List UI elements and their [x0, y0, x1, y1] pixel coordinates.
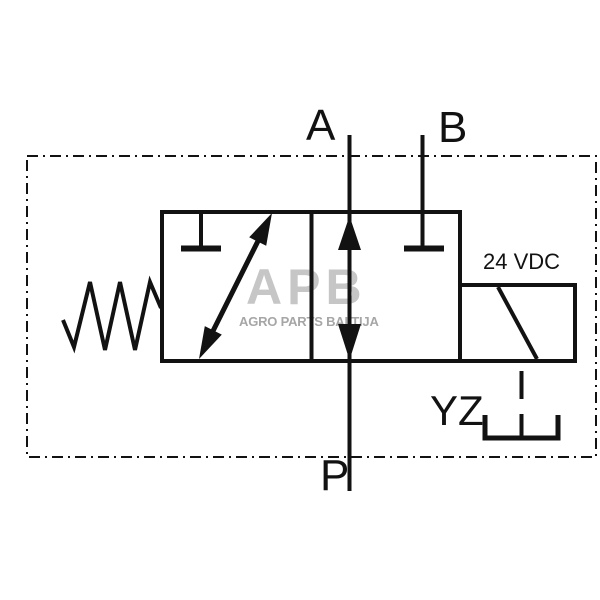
connector-yz-label: YZ — [430, 387, 484, 434]
flow-arrowhead-up — [338, 216, 361, 250]
solenoid-diagonal — [496, 286, 539, 360]
diagonal-flow-arrow-shaft — [201, 219, 271, 351]
enclosure-dashdot-frame — [26, 155, 597, 458]
flow-arrowhead-down — [338, 324, 361, 360]
diagonal-flow-arrowhead-top — [249, 213, 272, 246]
port-a-label: A — [306, 101, 336, 150]
diagonal-flow-arrowhead-bottom — [199, 326, 222, 359]
solenoid-box — [458, 283, 577, 363]
solenoid-voltage-label: 24 VDC — [483, 249, 561, 274]
connector-bracket — [482, 415, 561, 441]
port-p-label: P — [320, 451, 350, 500]
return-spring-icon — [61, 275, 163, 354]
port-b-label: B — [438, 103, 468, 152]
